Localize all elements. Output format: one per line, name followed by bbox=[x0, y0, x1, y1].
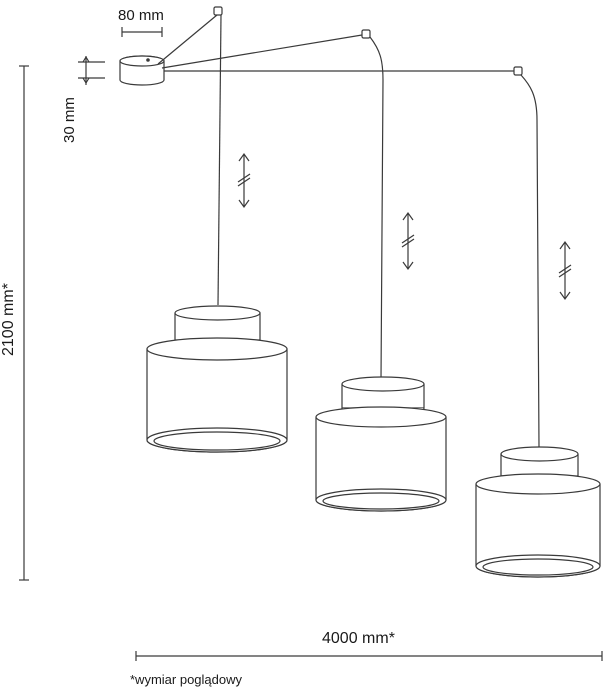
pendant-shade-2 bbox=[315, 376, 447, 512]
suspension-cables bbox=[157, 14, 514, 72]
ceiling-hooks bbox=[213, 6, 523, 76]
canopy-width-dimension bbox=[121, 27, 163, 37]
ceiling-canopy bbox=[119, 55, 165, 86]
canopy-height-dimension bbox=[78, 55, 105, 85]
total-span-label: 4000 mm* bbox=[322, 630, 395, 647]
pendant-shade-3 bbox=[475, 446, 601, 578]
drop-cables bbox=[217, 14, 540, 448]
pendant-shade-1 bbox=[146, 305, 288, 453]
canopy-height-label: 30 mm bbox=[61, 97, 78, 143]
footnote: *wymiar poglądowy bbox=[130, 672, 242, 687]
canopy-width-label: 80 mm bbox=[118, 7, 164, 24]
total-height-label: 2100 mm* bbox=[0, 283, 17, 356]
height-adjust-arrows bbox=[237, 152, 572, 301]
height-dimension-line bbox=[19, 65, 29, 581]
span-dimension-line bbox=[135, 651, 603, 661]
